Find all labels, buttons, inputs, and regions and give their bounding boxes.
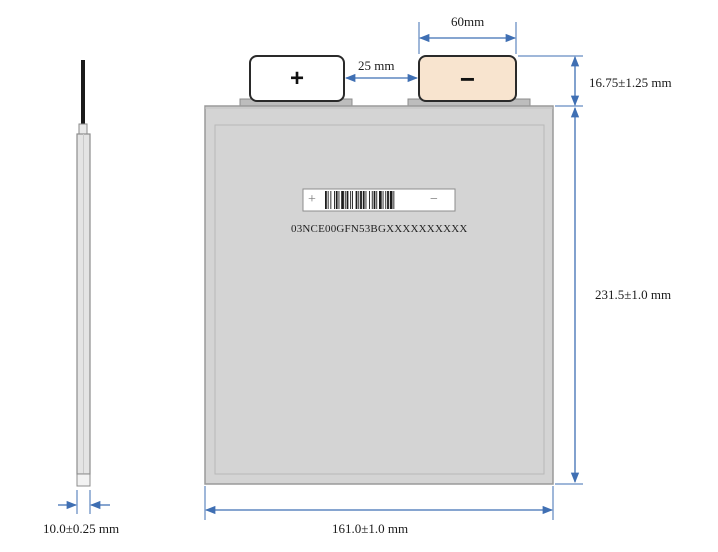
- serial-number: 03NCE00GFN53BGXXXXXXXXXX: [291, 223, 468, 235]
- barcode-bar: [389, 191, 393, 209]
- negative-tab: [418, 55, 517, 102]
- barcode-bar: [352, 191, 353, 209]
- barcode-bar: [358, 191, 360, 209]
- barcode-bar: [360, 191, 362, 209]
- cell-body: [204, 105, 554, 485]
- positive-tab-symbol: +: [289, 65, 304, 92]
- tab-width-label: 60mm: [451, 14, 485, 29]
- barcode: [325, 191, 395, 209]
- side-view-wire: [81, 60, 85, 126]
- barcode-bar: [373, 191, 376, 209]
- cell-width-label: 161.0±1.0 mm: [332, 521, 409, 536]
- barcode-plus-sign: +: [308, 192, 317, 207]
- barcode-bar: [344, 191, 346, 209]
- side-view: [58, 60, 110, 514]
- barcode-bar: [325, 191, 327, 209]
- barcode-bar: [362, 191, 365, 209]
- barcode-bar: [338, 191, 340, 209]
- barcode-bar: [371, 191, 373, 209]
- barcode-bar: [376, 191, 378, 209]
- barcode-label: [302, 188, 456, 212]
- tab-height-label: 16.75±1.25 mm: [589, 75, 672, 90]
- barcode-bar: [365, 191, 367, 209]
- barcode-bar: [369, 191, 370, 209]
- barcode-bar: [382, 191, 384, 209]
- barcode-bar: [334, 191, 335, 209]
- tab-spacing-label: 25 mm: [358, 58, 395, 73]
- barcode-bar: [341, 191, 344, 209]
- cell-seal-edge: [214, 124, 545, 475]
- barcode-bar: [346, 191, 349, 209]
- barcode-bar: [335, 191, 338, 209]
- barcode-minus-sign: −: [430, 192, 439, 207]
- barcode-bar: [355, 191, 358, 209]
- thickness-label: 10.0±0.25 mm: [43, 521, 120, 536]
- negative-tab-symbol: −: [459, 64, 476, 94]
- barcode-bar: [327, 191, 329, 209]
- barcode-bar: [387, 191, 389, 209]
- barcode-bar: [393, 191, 395, 209]
- barcode-bar: [385, 191, 387, 209]
- barcode-bar: [350, 191, 352, 209]
- cell-height-label: 231.5±1.0 mm: [595, 287, 672, 302]
- side-view-base: [76, 473, 91, 487]
- barcode-bar: [379, 191, 382, 209]
- positive-tab: [249, 55, 345, 102]
- barcode-bar: [330, 191, 332, 209]
